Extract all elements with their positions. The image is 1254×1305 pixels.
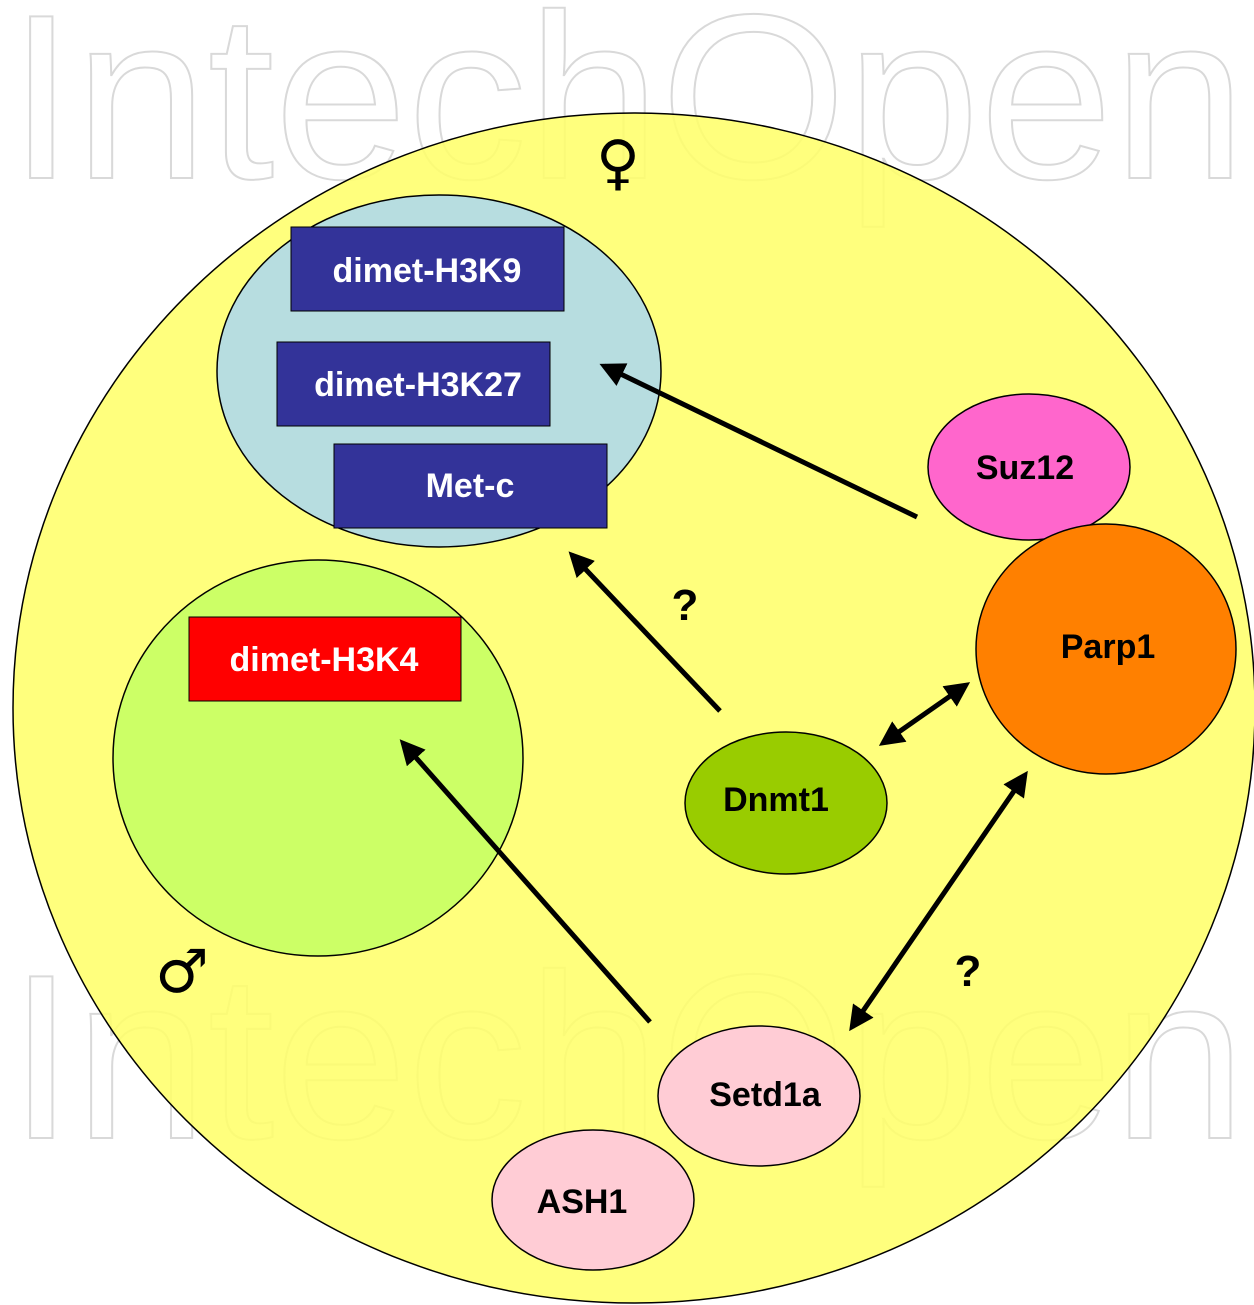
female-symbol-icon: ♀	[596, 128, 640, 198]
arrow-dnmt1-parp1-bidirectional	[878, 682, 971, 746]
arrow-setd1a-parp1-bidirectional	[849, 770, 1028, 1032]
node-met-c: Met-c	[333, 443, 608, 529]
dnmt1-label: Dnmt1	[723, 781, 829, 819]
met-c-label: Met-c	[426, 467, 515, 505]
arrow-suz12-to-female-pronucleus	[599, 363, 919, 520]
male-symbol-icon: ♂	[155, 937, 209, 1007]
ash1-label: ASH1	[537, 1183, 628, 1221]
parp1-label: Parp1	[1061, 628, 1156, 666]
arrow-dnmt1-to-female-pronucleus	[568, 551, 722, 713]
dimet-h3k9-label: dimet-H3K9	[333, 252, 522, 290]
node-dnmt1: Dnmt1	[684, 731, 888, 875]
arrow-setd1a-to-male-pronucleus	[399, 739, 652, 1024]
question-mark-setd1a-parp1: ?	[955, 947, 982, 996]
node-suz12: Suz12	[927, 393, 1131, 541]
setd1a-label: Setd1a	[709, 1076, 822, 1114]
node-dimet-h3k4: dimet-H3K4	[188, 616, 462, 702]
node-parp1: Parp1	[975, 523, 1237, 775]
node-dimet-h3k9: dimet-H3K9	[290, 226, 565, 312]
dimet-h3k4-label: dimet-H3K4	[230, 641, 419, 679]
node-ash1: ASH1	[491, 1129, 695, 1271]
question-mark-dnmt1: ?	[672, 581, 699, 630]
node-dimet-h3k27: dimet-H3K27	[276, 341, 551, 427]
dimet-h3k27-label: dimet-H3K27	[314, 366, 522, 404]
suz12-label: Suz12	[976, 449, 1074, 487]
node-setd1a: Setd1a	[657, 1025, 861, 1167]
